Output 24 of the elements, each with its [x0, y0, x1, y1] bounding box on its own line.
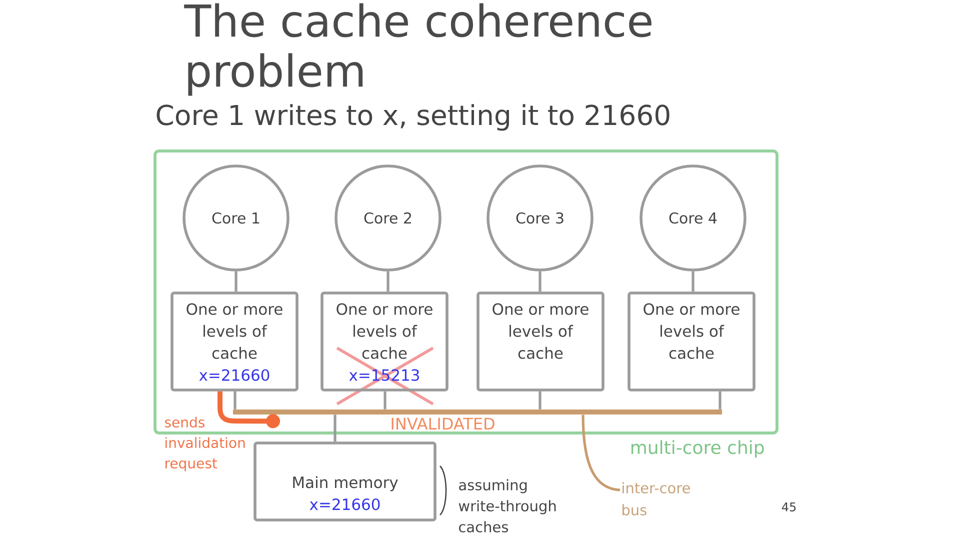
chip-label: multi-core chip: [632, 440, 764, 458]
memory-box: Main memory x=21660: [254, 442, 436, 522]
page-number: 45: [782, 502, 796, 512]
connector: [334, 414, 336, 442]
connector: [692, 271, 694, 292]
subtitle: Core 1 writes to x, setting it to 21660: [156, 104, 670, 131]
edge-label: sends invalidation request: [164, 416, 245, 472]
connector: [718, 391, 722, 410]
connector: [386, 271, 390, 292]
connector: [234, 271, 238, 292]
cache-box: One or more levels of cache x=21660: [170, 292, 298, 392]
cache-box: One or more levels of cache: [476, 292, 604, 392]
arrow: [218, 391, 280, 428]
note-text: assuming write-through caches: [458, 479, 556, 532]
connector: [384, 391, 386, 410]
cache-box: One or more levels of cache: [628, 292, 756, 392]
callout-text: inter-core bus: [622, 482, 690, 516]
connector: [538, 391, 542, 410]
connector: [538, 271, 542, 292]
connector: [234, 391, 236, 410]
leader-line: [582, 414, 620, 492]
slide-title: The cache coherence problem: [184, 3, 652, 96]
cache-box: One or more levels of cache x=15213: [320, 292, 448, 392]
status-text: INVALIDATED: [392, 418, 494, 430]
